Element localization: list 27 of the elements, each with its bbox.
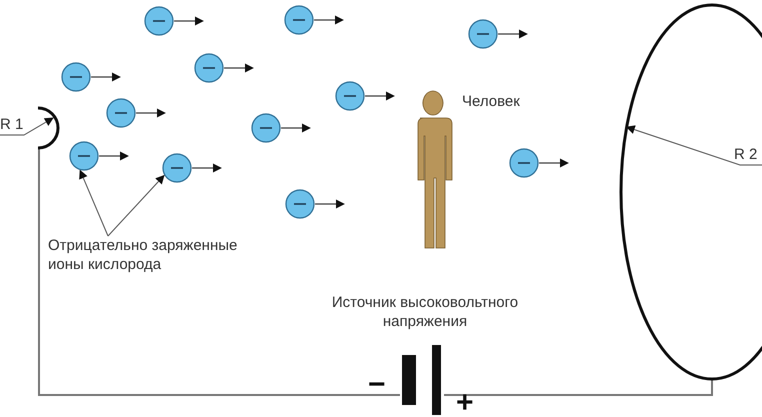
leader-line [79, 170, 108, 236]
leader-line [108, 174, 165, 236]
ion-circle [285, 189, 315, 219]
large-electrode-ring [620, 4, 762, 380]
ion-circle [509, 148, 539, 178]
small-electrode-arc [36, 106, 58, 150]
ion-circle [251, 113, 281, 143]
polarity-sign: − [368, 370, 386, 400]
polarity-sign: + [456, 388, 474, 417]
callout-text: Отрицательно заряженные ионы кислорода [48, 236, 238, 274]
ion-circle [194, 53, 224, 83]
ion-circle [61, 62, 91, 92]
radius-label: R 2 [734, 145, 758, 164]
ion-circle [144, 6, 174, 36]
ion-circle [335, 81, 365, 111]
wire [444, 380, 713, 396]
ion-circle [162, 153, 192, 183]
ion-circle [106, 98, 136, 128]
radius-label: R 1 [0, 115, 24, 134]
ion-circle [69, 141, 99, 171]
ion-circle [468, 19, 498, 49]
caption-text: Источник высоковольтного напряжения [330, 293, 520, 331]
leader-line [626, 125, 762, 166]
caption-text: Человек [462, 92, 521, 111]
ion-circle [284, 5, 314, 35]
wire [38, 148, 400, 396]
leader-line [0, 118, 54, 136]
